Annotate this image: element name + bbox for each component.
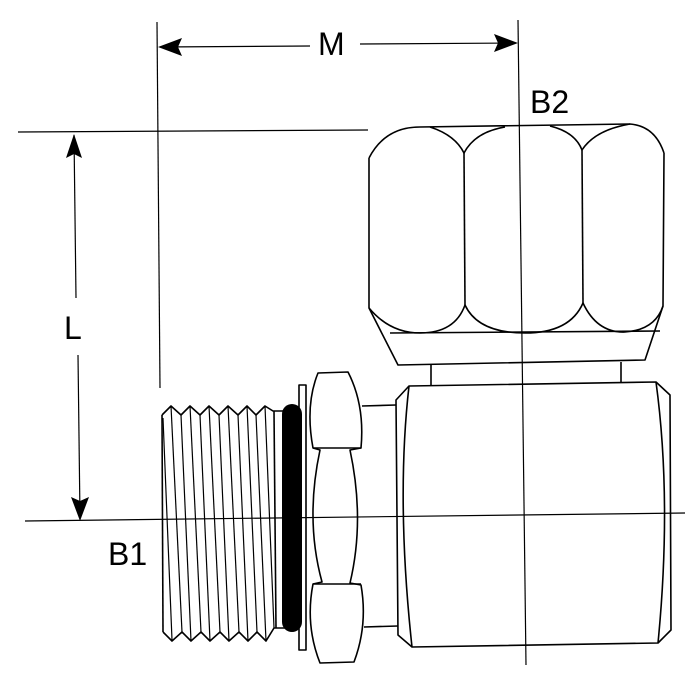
swivel-neck <box>430 362 622 385</box>
dimension-l-arrow <box>66 134 89 521</box>
port-b2-label: B2 <box>530 84 570 120</box>
body-stub <box>361 404 399 628</box>
lock-nut-hex <box>309 371 365 664</box>
dimension-l-label: L <box>64 310 82 346</box>
port-b1-label: B1 <box>108 536 148 572</box>
swivel-hex-nut <box>368 123 665 366</box>
o-ring <box>282 404 302 632</box>
male-thread <box>161 405 285 642</box>
dimension-m-arrow <box>158 34 518 56</box>
extension-lines <box>17 19 686 666</box>
elbow-body <box>395 381 672 648</box>
dimension-m-label: M <box>316 26 347 62</box>
